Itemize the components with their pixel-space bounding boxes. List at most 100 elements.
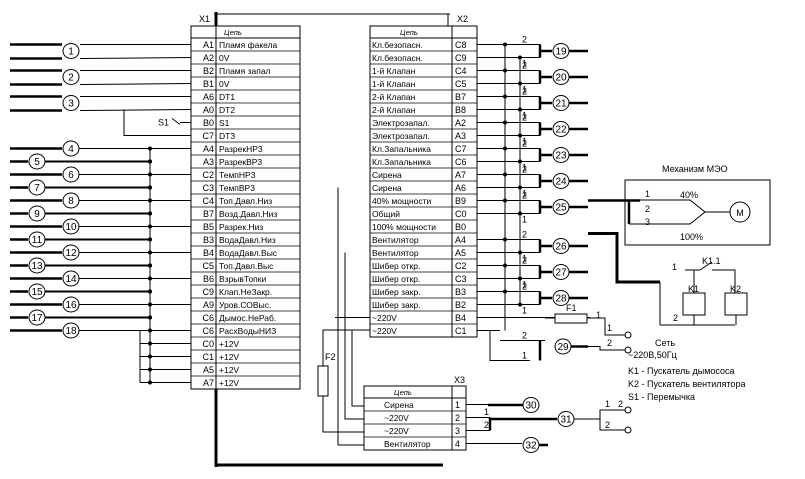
x3-signal: Сирена — [384, 400, 414, 410]
x3-pin: 2 — [455, 413, 460, 423]
x1-pin: B7 — [203, 209, 214, 219]
x1-signal: DT1 — [219, 92, 235, 102]
wire — [640, 199, 730, 213]
x2-signal: Шибер откр. — [372, 261, 420, 271]
f2-label: F2 — [325, 352, 336, 362]
junction-dot — [503, 94, 507, 99]
wire-number: 2 — [522, 282, 527, 292]
x2-pin: C3 — [455, 274, 467, 284]
relay-k11-label: K1.1 — [702, 256, 721, 266]
mains-terminal — [624, 426, 632, 434]
wire-number: 1 — [522, 254, 527, 264]
x1-pin: A3 — [203, 157, 214, 167]
x1-signal: ТемпВР3 — [219, 183, 255, 193]
wire-number: 2 — [522, 35, 527, 45]
cable-number-label: 32 — [525, 441, 537, 452]
x1-pin: B5 — [203, 222, 214, 232]
junction-dot — [503, 198, 507, 203]
cable-number-label: 4 — [68, 144, 74, 155]
x1-signal: 0V — [219, 53, 230, 63]
wire — [712, 269, 736, 293]
cable-number: 32 — [522, 437, 540, 453]
x3-pin: 1 — [455, 400, 460, 410]
cable-number: 23 — [552, 147, 570, 163]
wire-number: 2 — [522, 331, 527, 341]
meo-100-label: 100% — [680, 232, 703, 242]
cable-number: 12 — [62, 244, 80, 261]
x1-pin: A5 — [203, 365, 214, 375]
cable-number-label: 18 — [65, 326, 77, 337]
x2-pin: C9 — [455, 53, 467, 63]
motor-label: M — [736, 208, 744, 218]
x2-signal: Шибер закр. — [372, 287, 421, 297]
x2-signal: Шибер откр. — [372, 274, 420, 284]
junction-dot — [518, 302, 522, 307]
wire — [587, 317, 625, 336]
wire-number: 1 — [522, 215, 527, 225]
x2-pin: C8 — [455, 40, 467, 50]
mains-terminal — [624, 346, 632, 354]
x2-pin: B9 — [455, 196, 466, 206]
x1-pin: B4 — [203, 248, 214, 258]
x2-pin: C7 — [455, 144, 467, 154]
wire — [574, 409, 625, 420]
junction-dot — [518, 185, 522, 190]
cable-number: 14 — [62, 270, 80, 287]
x1-signal: Дымос.НеРаб. — [219, 313, 276, 323]
cable-number: 5 — [28, 153, 46, 170]
wire-number: 1 — [645, 189, 650, 199]
wire — [79, 83, 192, 85]
cable-number: 27 — [552, 264, 570, 280]
cable-number: 13 — [28, 257, 46, 274]
legend-line: S1 - Перемычка — [628, 392, 695, 402]
x1-signal: S1 — [219, 118, 230, 128]
x3-signal: Вентилятор — [384, 439, 431, 449]
cable-number-label: 25 — [555, 203, 567, 214]
cable-number: 31 — [557, 411, 575, 427]
cable-number-label: 26 — [555, 242, 567, 253]
cable-number-label: 30 — [525, 401, 537, 412]
x2-signal: Кл.Запальника — [372, 144, 431, 154]
junction-dot — [503, 172, 507, 177]
x2-pin: B3 — [455, 287, 466, 297]
cable-number-label: 11 — [32, 235, 43, 246]
x1-pin: C1 — [202, 352, 214, 362]
junction-dot — [518, 250, 522, 255]
cable-bubble — [62, 95, 80, 111]
junction-dot — [518, 107, 522, 112]
x1-pin: C4 — [202, 196, 214, 206]
x1-pin: B2 — [203, 66, 214, 76]
x2-signal: Вентилятор — [372, 248, 419, 258]
x2-pin: C1 — [455, 326, 467, 336]
x1-pin: A0 — [203, 105, 214, 115]
cable-number: 19 — [552, 43, 570, 59]
cable-number-label: 1 — [68, 47, 74, 58]
wire-number: 1 — [522, 85, 527, 95]
relay-contact — [699, 261, 713, 271]
x1-signal: +12V — [219, 352, 239, 362]
cable-number: 24 — [552, 173, 570, 189]
x2-signal: 1-й Клапан — [372, 79, 416, 89]
x1-signal: 0V — [219, 79, 230, 89]
x1-signal: Возд.Давл.Низ — [219, 209, 277, 219]
cable-number: 6 — [62, 166, 80, 183]
x1-pin: C9 — [202, 287, 214, 297]
cable-number-label: 8 — [68, 196, 74, 207]
x2-signal: Шибер закр. — [372, 300, 421, 310]
x1-signal: Уров.СОВыс. — [219, 300, 271, 310]
x1-pin: A6 — [203, 92, 214, 102]
x2-pin: A5 — [455, 248, 466, 258]
junction-dot — [503, 237, 507, 242]
wire-number: 2 — [522, 230, 527, 240]
junction-dot — [148, 367, 152, 372]
wire-number: 1 — [522, 111, 527, 121]
cable-line — [588, 232, 660, 284]
x1-signal: +12V — [219, 365, 239, 375]
x2-pin: B8 — [455, 105, 466, 115]
meo-title: Механизм МЭО — [662, 164, 728, 174]
cable-number-label: 2 — [68, 73, 74, 84]
